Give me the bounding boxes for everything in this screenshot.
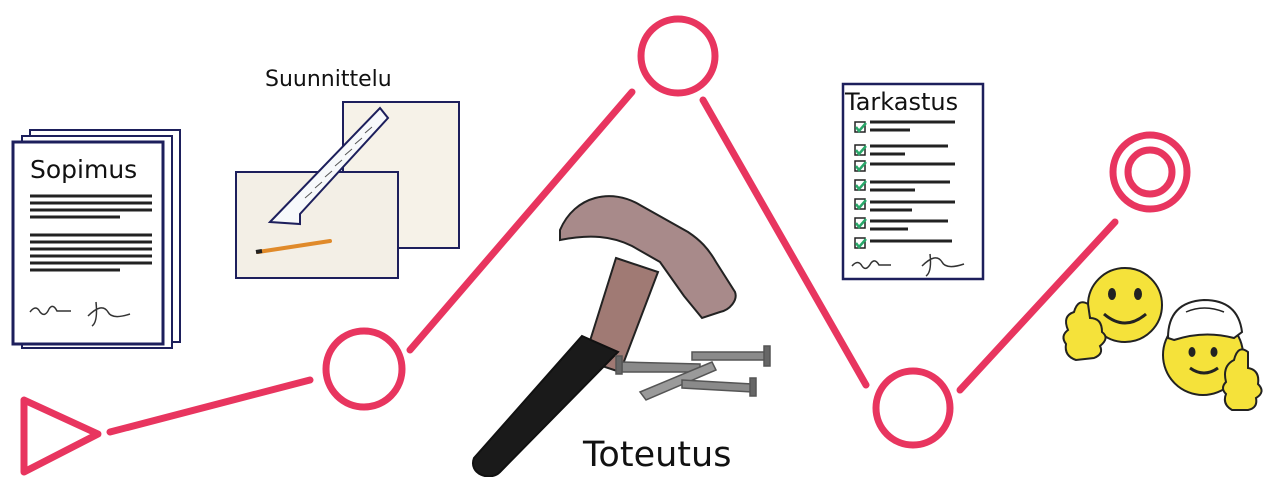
smiley-thumbs-up-icon — [1063, 268, 1162, 360]
goal-target-icon — [1113, 135, 1187, 209]
smiley-hardhat-icon — [1163, 300, 1262, 410]
planning-drawing-icon: Suunnittelu — [236, 67, 459, 278]
implementation-label: Toteutus — [582, 435, 731, 475]
contract-document-icon: Sopimus — [13, 130, 180, 348]
inspection-checklist-icon: Tarkastus — [843, 84, 983, 279]
planning-label: Suunnittelu — [265, 67, 392, 92]
path-segment-1 — [110, 380, 310, 432]
hardhat-icon — [1168, 300, 1242, 340]
inspection-label: Tarkastus — [844, 88, 958, 116]
nails-icon — [616, 346, 770, 400]
path-segment-3 — [703, 100, 866, 385]
contract-label: Sopimus — [30, 155, 137, 184]
milestone-circle-2 — [641, 19, 715, 93]
start-triangle-icon — [24, 400, 98, 472]
milestone-circle-1 — [326, 331, 402, 407]
milestone-circle-3 — [876, 371, 950, 445]
